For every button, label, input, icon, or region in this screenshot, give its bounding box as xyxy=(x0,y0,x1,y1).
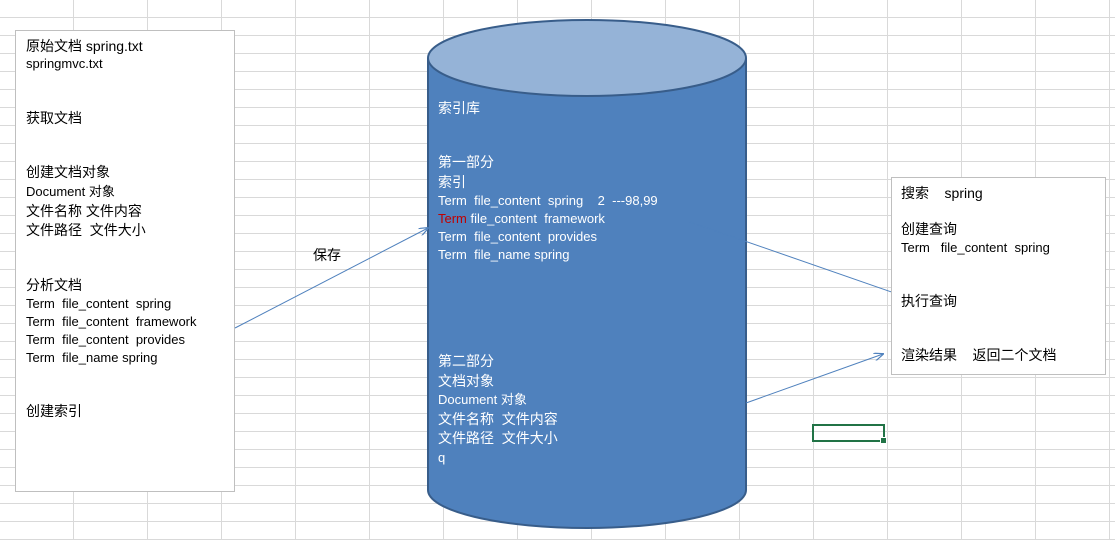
term-line-3: Term file_content provides xyxy=(26,332,185,347)
right-search-box: 搜索 spring 创建查询 Term file_content spring … xyxy=(891,177,1106,375)
index-library-title: 索引库 xyxy=(438,100,480,116)
index-term-2-rest: file_content framework xyxy=(466,211,605,226)
get-docs-step: 获取文档 xyxy=(26,110,82,126)
part1-title: 第一部分 xyxy=(438,154,494,170)
index-term-2-prefix: Term xyxy=(438,211,467,226)
result-arrow xyxy=(745,354,883,404)
search-line: 搜索 spring xyxy=(901,185,983,201)
doc-path-size-line: 文件路径 文件大小 xyxy=(438,430,558,446)
original-docs-line: 原始文档 spring.txt xyxy=(26,38,143,54)
index-term-1: Term file_content spring 2 ---98,99 xyxy=(438,193,658,208)
selected-cell[interactable] xyxy=(812,424,887,444)
analyze-docs-step: 分析文档 xyxy=(26,277,82,293)
render-results-step: 渲染结果 返回二个文档 xyxy=(901,347,1057,363)
file-path-size-line: 文件路径 文件大小 xyxy=(26,222,146,238)
save-label: 保存 xyxy=(313,247,341,263)
query-term-line: Term file_content spring xyxy=(901,240,1050,255)
document-object-line: Document 对象 xyxy=(26,184,115,199)
index-term-2: Term file_content framework xyxy=(438,210,605,228)
index-term-3: Term file_content provides xyxy=(438,229,597,244)
doc-name-content-line: 文件名称 文件内容 xyxy=(438,411,558,427)
create-query-step: 创建查询 xyxy=(901,221,957,237)
part1-subtitle: 索引 xyxy=(438,174,466,190)
query-connector xyxy=(689,221,904,297)
part2-title: 第二部分 xyxy=(438,353,494,369)
doc-object-line: Document 对象 xyxy=(438,392,527,407)
execute-query-step: 执行查询 xyxy=(901,293,957,309)
save-arrow xyxy=(234,228,428,329)
create-index-step: 创建索引 xyxy=(26,403,82,419)
doc-extra-line: q xyxy=(438,450,446,465)
term-line-2: Term file_content framework xyxy=(26,314,197,329)
index-term-4: Term file_name spring xyxy=(438,247,570,262)
term-line-1: Term file_content spring xyxy=(26,296,172,311)
create-doc-object-step: 创建文档对象 xyxy=(26,164,110,180)
file-name-content-line: 文件名称 文件内容 xyxy=(26,203,142,219)
term-line-4: Term file_name spring xyxy=(26,350,158,365)
left-process-box: 原始文档 spring.txt springmvc.txt 获取文档 创建文档对… xyxy=(15,30,235,492)
part2-subtitle: 文档对象 xyxy=(438,373,494,389)
index-library-cylinder xyxy=(427,19,747,529)
original-docs-line-2: springmvc.txt xyxy=(26,56,103,71)
